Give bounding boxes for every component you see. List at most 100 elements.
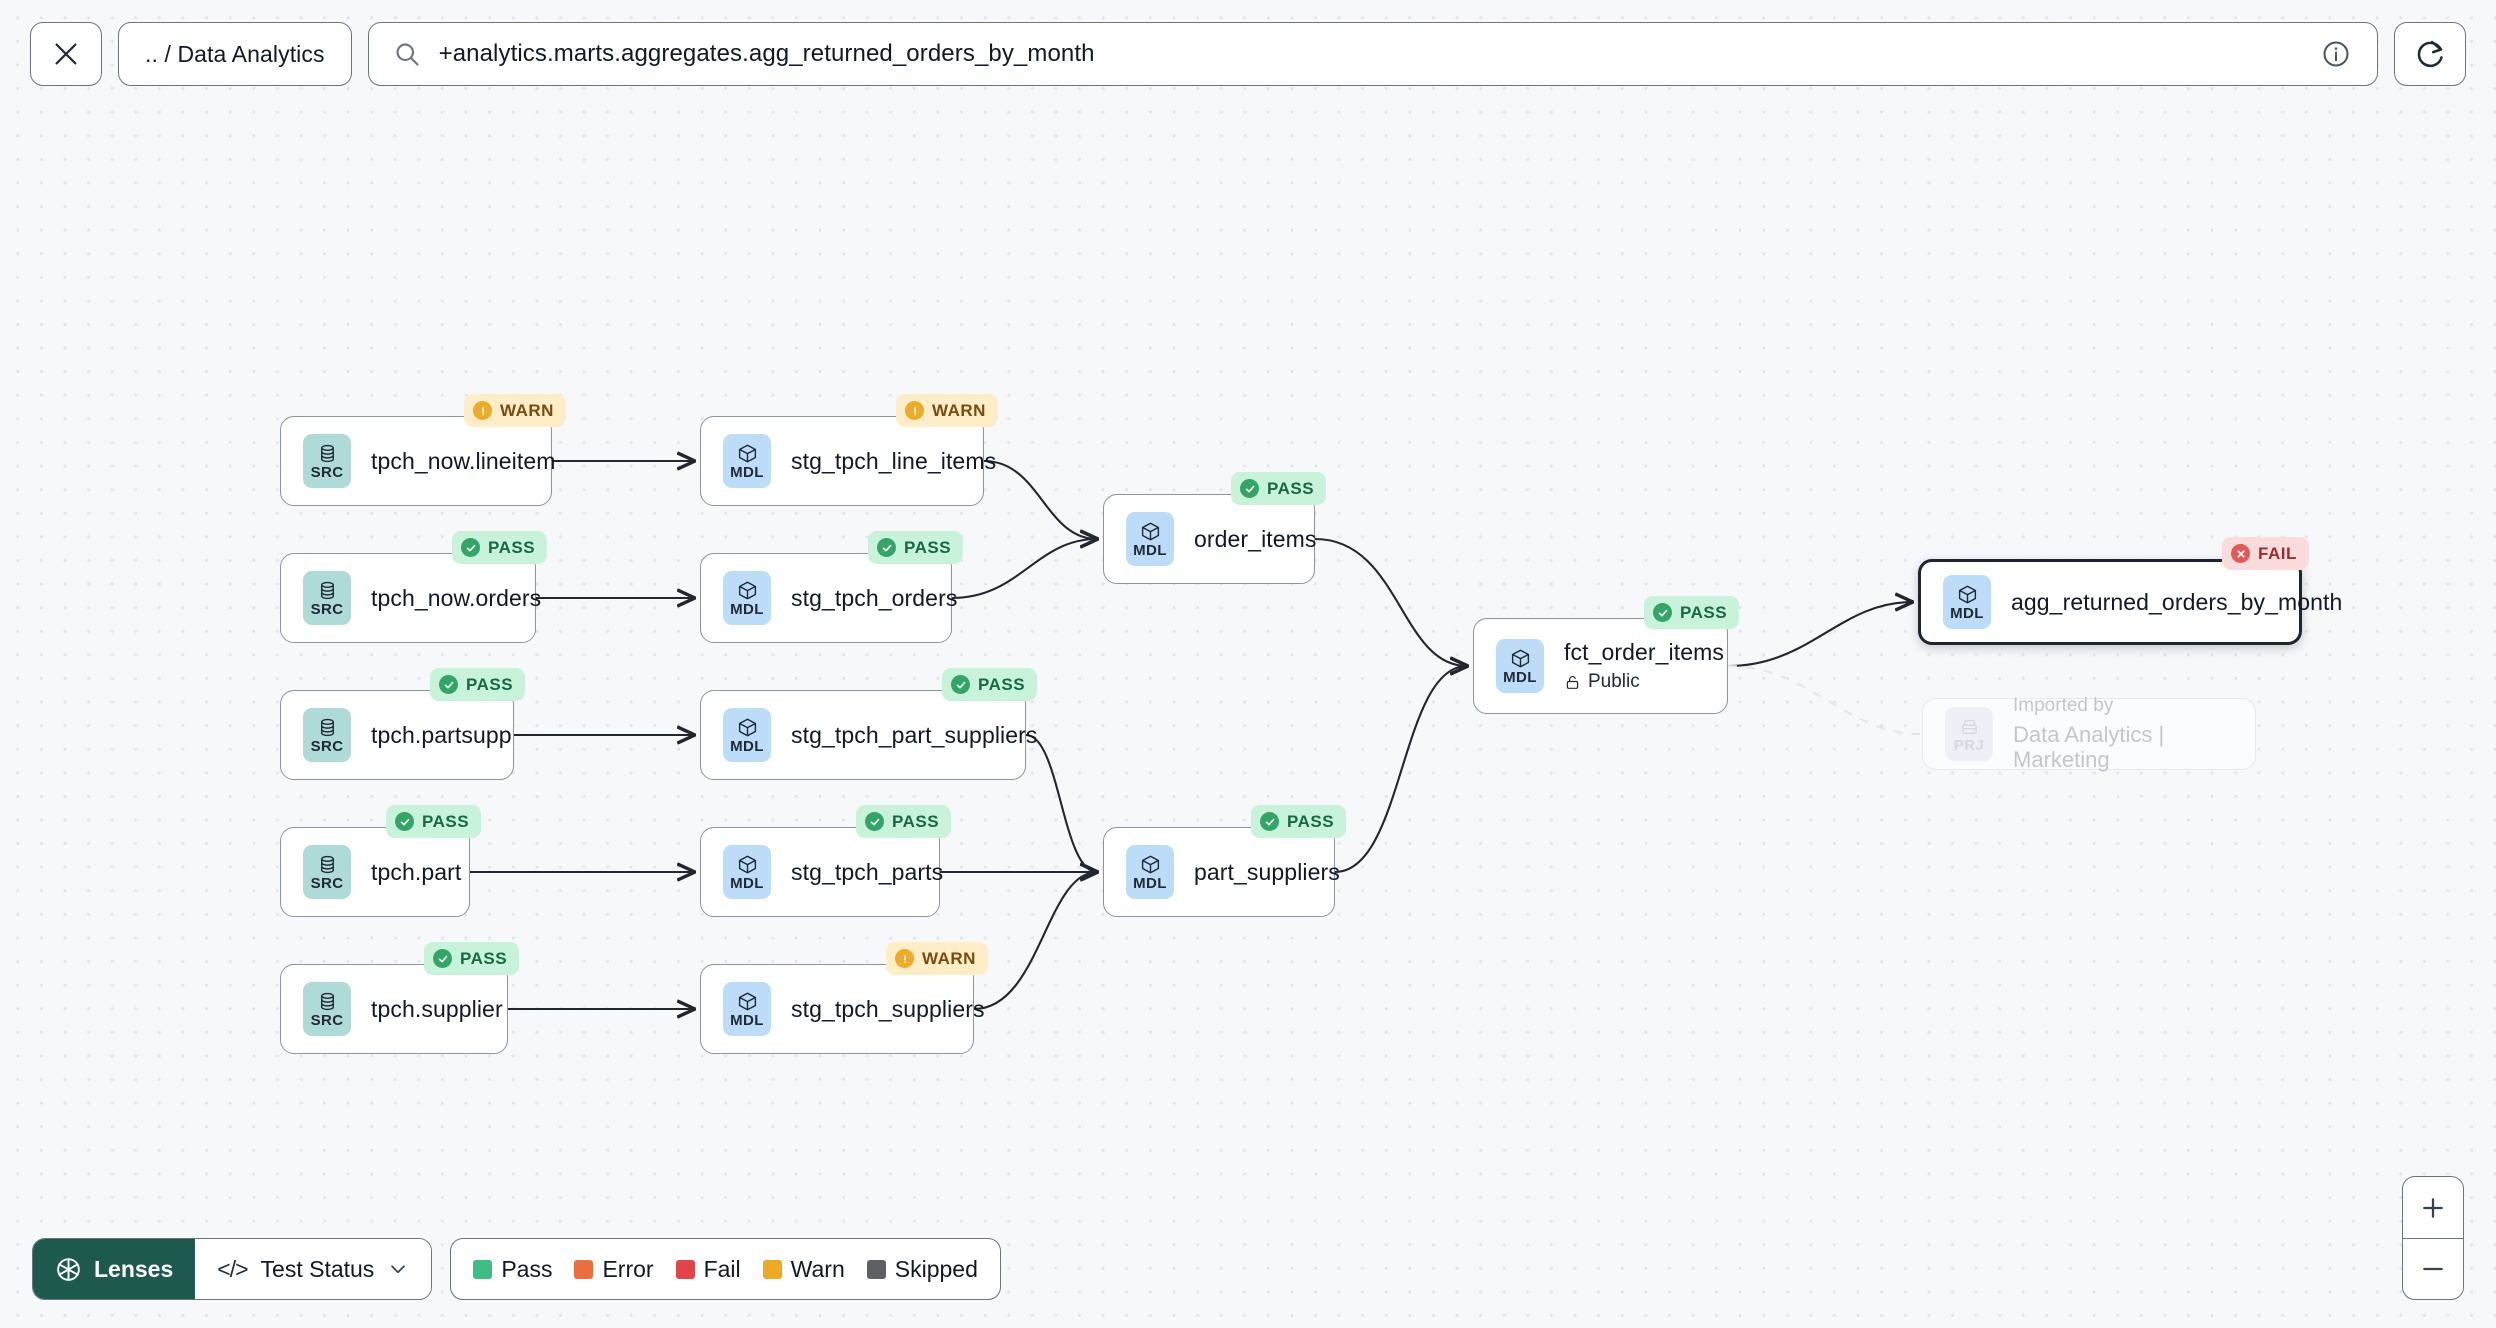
status-icon-pass: [877, 538, 896, 557]
status-badge-stg_tpch_line_items[interactable]: WARN: [896, 394, 998, 427]
lens-control-group: Lenses </> Test Status: [32, 1238, 433, 1300]
status-badge-stg_tpch_orders[interactable]: PASS: [868, 531, 964, 564]
node-type-label: MDL: [1133, 541, 1167, 559]
status-badge-stg_tpch_suppliers[interactable]: WARN: [886, 942, 988, 975]
node-text: order_items: [1194, 526, 1316, 553]
status-label: PASS: [460, 948, 508, 968]
legend-item-skipped[interactable]: Skipped: [866, 1256, 978, 1283]
status-badge-order_items[interactable]: PASS: [1231, 472, 1327, 505]
node-type-label: MDL: [730, 1011, 764, 1029]
status-badge-tpch_supplier[interactable]: PASS: [424, 942, 520, 975]
node-type-badge-mdl: MDL: [1496, 639, 1544, 693]
node-text: tpch.part: [371, 859, 461, 886]
check-icon: [1245, 485, 1254, 492]
legend-item-warn[interactable]: Warn: [762, 1256, 845, 1283]
status-icon-pass: [461, 538, 480, 557]
graph-node-stg_tpch_orders[interactable]: MDL stg_tpch_orders: [700, 553, 958, 643]
status-label: PASS: [978, 674, 1026, 694]
zoom-out-button[interactable]: [2403, 1238, 2463, 1299]
node-title: tpch.supplier: [371, 995, 503, 1022]
close-button[interactable]: [30, 22, 102, 86]
legend-item-fail[interactable]: Fail: [675, 1255, 741, 1283]
node-type-badge-mdl: MDL: [723, 982, 771, 1036]
status-badge-part_suppliers[interactable]: PASS: [1251, 805, 1347, 838]
search-bar[interactable]: [367, 22, 2378, 86]
legend-label: Fail: [703, 1255, 741, 1282]
graph-node-order_items[interactable]: MDL order_items: [1103, 494, 1316, 584]
check-icon: [466, 544, 475, 551]
node-type-label: MDL: [730, 737, 764, 755]
status-badge-tpch_now_lineitem[interactable]: WARN: [464, 394, 566, 427]
node-title: agg_returned_orders_by_month: [2011, 588, 2343, 615]
node-type-label: MDL: [1133, 874, 1167, 892]
status-badge-stg_tpch_parts[interactable]: PASS: [856, 805, 952, 838]
status-label: PASS: [488, 537, 536, 557]
project-icon: [1961, 719, 1977, 734]
legend-label: Pass: [501, 1255, 553, 1282]
status-icon-pass: [1240, 479, 1259, 498]
test-status-label: Test Status: [260, 1255, 375, 1282]
status-badge-tpch_partsupp[interactable]: PASS: [430, 668, 526, 701]
lenses-button[interactable]: Lenses: [33, 1239, 196, 1299]
cube-icon: [738, 581, 756, 599]
node-type-badge-prj: PRJ: [1945, 707, 1993, 761]
info-icon[interactable]: [2321, 39, 2351, 69]
node-title: tpch.partsupp: [371, 721, 512, 748]
node-text: tpch.supplier: [371, 996, 503, 1023]
node-type-badge-mdl: MDL: [1126, 845, 1174, 899]
node-text: stg_tpch_line_items: [791, 448, 996, 475]
node-type-badge-mdl: MDL: [723, 571, 771, 625]
node-visibility: Public: [1564, 671, 1724, 693]
status-badge-agg_returned_orders_by_month[interactable]: FAIL: [2222, 537, 2309, 570]
graph-node-tpch_partsupp[interactable]: SRC tpch.partsupp: [280, 690, 514, 780]
status-icon-pass: [439, 675, 458, 694]
node-text: tpch.partsupp: [371, 722, 512, 749]
node-text: tpch_now.lineitem: [371, 448, 555, 475]
plus-icon: [2423, 1197, 2443, 1218]
status-badge-tpch_part[interactable]: PASS: [386, 805, 482, 838]
node-type-label: SRC: [310, 737, 344, 755]
status-badge-fct_order_items[interactable]: PASS: [1644, 596, 1740, 629]
breadcrumb[interactable]: .. / Data Analytics: [118, 22, 352, 86]
graph-node-tpch_supplier[interactable]: SRC tpch.supplier: [280, 964, 508, 1054]
node-title: fct_order_items: [1564, 639, 1725, 665]
check-icon: [1265, 818, 1274, 825]
test-status-dropdown[interactable]: </> Test Status: [195, 1239, 432, 1299]
node-visibility-label: Public: [1588, 671, 1640, 692]
status-icon-pass: [951, 675, 970, 694]
refresh-icon: [2417, 40, 2443, 68]
cube-icon: [738, 855, 756, 873]
status-label: PASS: [892, 811, 940, 831]
graph-node-stg_tpch_line_items[interactable]: MDL stg_tpch_line_items: [700, 416, 996, 506]
node-type-label: SRC: [310, 1011, 344, 1029]
search-input[interactable]: [438, 40, 2303, 68]
node-title: stg_tpch_orders: [791, 584, 958, 611]
cube-icon: [1141, 522, 1159, 540]
node-type-badge-mdl: MDL: [723, 434, 771, 488]
status-icon-warn: [473, 401, 492, 420]
legend-item-error[interactable]: Error: [574, 1256, 654, 1283]
check-icon: [882, 544, 891, 551]
imported-by-project-name: Data Analytics | Marketing: [2013, 722, 2165, 773]
legend-item-pass[interactable]: Pass: [473, 1256, 552, 1283]
status-label: WARN: [932, 400, 986, 420]
zoom-in-button[interactable]: [2403, 1177, 2463, 1238]
status-badge-stg_tpch_part_suppliers[interactable]: PASS: [942, 668, 1038, 701]
status-label: FAIL: [2258, 543, 2297, 563]
exclamation-icon: [903, 954, 906, 963]
refresh-button[interactable]: [2394, 22, 2466, 86]
status-label: WARN: [500, 400, 554, 420]
status-badge-tpch_now_orders[interactable]: PASS: [452, 531, 548, 564]
close-icon: [55, 43, 77, 65]
